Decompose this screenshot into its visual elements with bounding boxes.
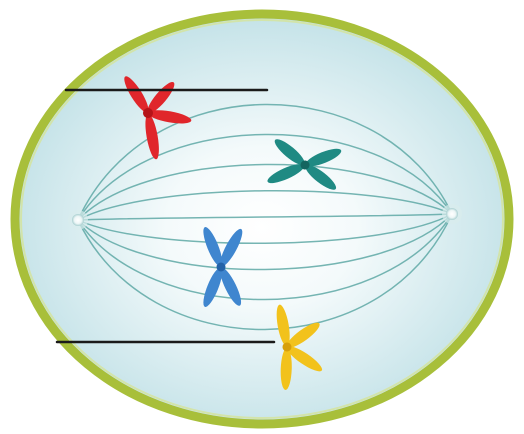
right-centrosome: [442, 204, 462, 224]
left-centrosome: [68, 210, 88, 230]
